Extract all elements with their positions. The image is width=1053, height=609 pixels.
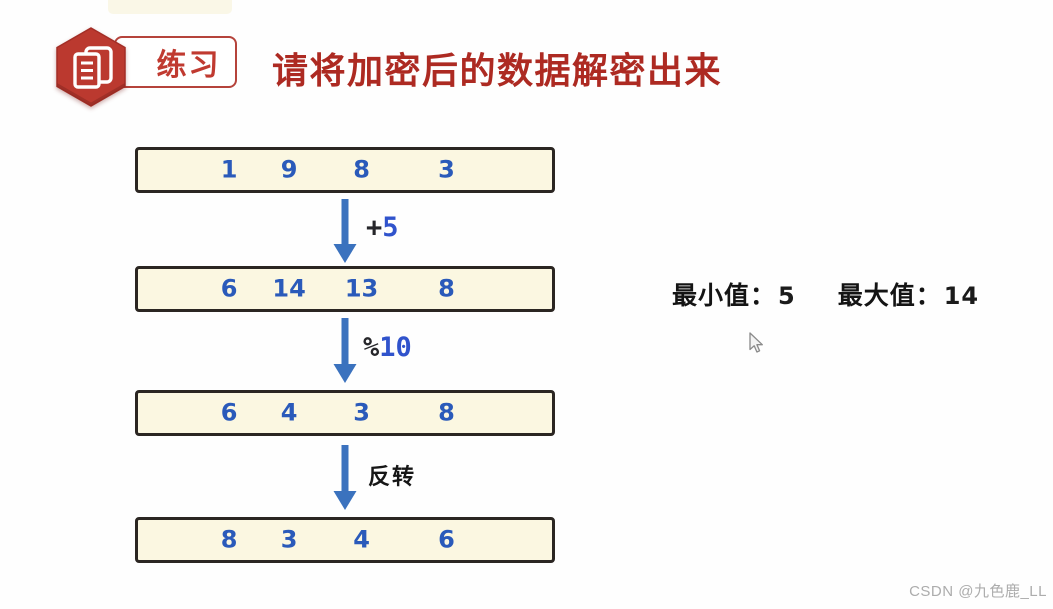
array-value: 6 (220, 274, 238, 303)
array-value: 4 (353, 525, 370, 554)
array-value: 8 (438, 274, 455, 303)
array-value: 13 (344, 274, 379, 303)
top-edge-remnant (108, 0, 232, 14)
array-box-after-add: 6 14 13 8 (135, 266, 555, 312)
min-value-stat: 最小值：5 (672, 276, 796, 312)
max-value-label: 最大值： (837, 282, 942, 310)
document-icon (73, 46, 113, 89)
array-box-reversed: 8 3 4 6 (135, 517, 555, 563)
hexagon-document-icon (56, 27, 126, 107)
down-arrow-icon (333, 199, 357, 263)
min-value: 5 (778, 282, 796, 310)
array-box-after-mod: 6 4 3 8 (135, 390, 555, 436)
mouse-cursor-icon (749, 332, 763, 353)
operation-operand: 10 (379, 332, 412, 363)
operation-symbol: + (366, 212, 383, 243)
practice-badge: 练习 (114, 36, 237, 88)
array-value: 6 (438, 525, 455, 554)
array-value: 9 (280, 155, 298, 184)
max-value: 14 (943, 282, 980, 310)
array-value: 3 (438, 155, 455, 184)
array-value: 8 (220, 525, 238, 554)
max-value-stat: 最大值：14 (838, 276, 979, 312)
array-value: 8 (353, 155, 370, 184)
practice-badge-label: 练习 (156, 49, 221, 82)
operation-label-add: +5 (366, 212, 399, 243)
array-value: 3 (280, 525, 298, 554)
page-title: 请将加密后的数据解密出来 (272, 50, 723, 91)
array-value: 14 (272, 274, 306, 303)
down-arrow-icon (333, 445, 357, 510)
array-value: 3 (353, 398, 370, 427)
operation-label-mod: %10 (363, 332, 412, 363)
down-arrow-icon (333, 318, 357, 383)
operation-symbol: % (363, 332, 380, 363)
array-box-original: 1 9 8 3 (135, 147, 555, 193)
min-value-label: 最小值： (672, 282, 777, 310)
array-value: 4 (280, 398, 298, 427)
array-value: 8 (438, 398, 455, 427)
array-value: 1 (220, 155, 238, 184)
array-value: 6 (220, 398, 238, 427)
operation-operand: 5 (382, 212, 399, 243)
operation-label-reverse: 反转 (368, 464, 417, 489)
watermark: CSDN @九色鹿_LL (909, 583, 1047, 600)
min-max-stats: 最小值：5 最大值：14 (672, 276, 979, 312)
